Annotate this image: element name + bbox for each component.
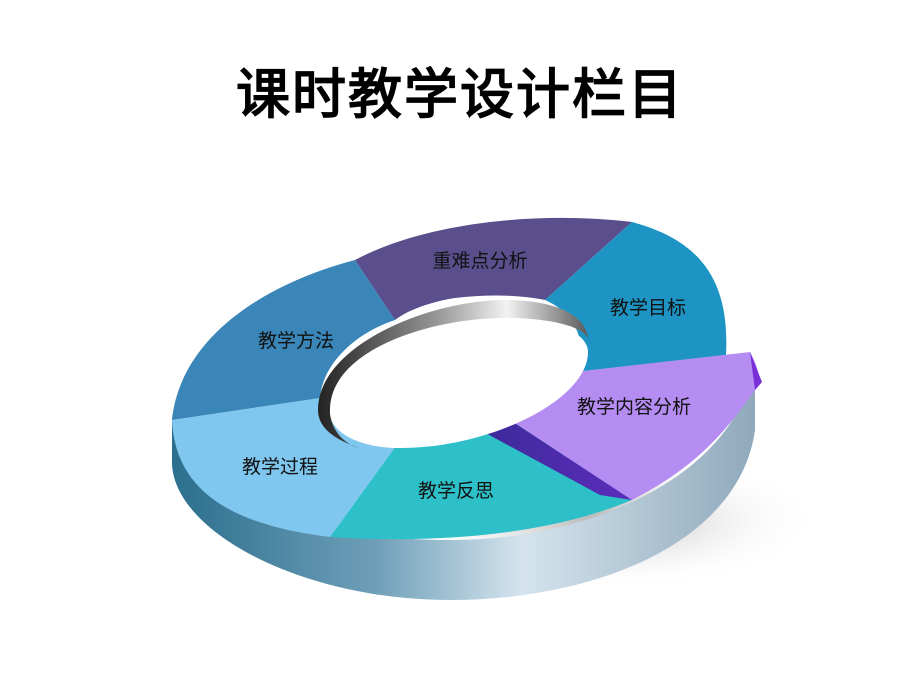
segment-label-4: 教学反思 <box>418 480 494 502</box>
ring-segment-6 <box>172 260 395 420</box>
ring-hole <box>330 318 588 448</box>
ring-segment-3 <box>510 352 760 500</box>
highlighted-segment-side <box>480 352 762 500</box>
ring-segment-2 <box>545 222 727 372</box>
ring-segment-1 <box>355 217 632 320</box>
ring-hole-wall <box>318 300 588 448</box>
segment-label-5: 教学过程 <box>242 456 318 478</box>
segment-label-1: 重难点分析 <box>432 250 527 272</box>
page-title: 课时教学设计栏目 <box>236 63 684 126</box>
segment-label-3: 教学内容分析 <box>577 396 691 418</box>
segment-label-2: 教学目标 <box>610 297 686 319</box>
segment-label-6: 教学方法 <box>258 330 334 352</box>
ring-side <box>171 360 755 600</box>
ring-segment-5 <box>172 398 398 537</box>
ring-segment-4 <box>330 420 632 540</box>
